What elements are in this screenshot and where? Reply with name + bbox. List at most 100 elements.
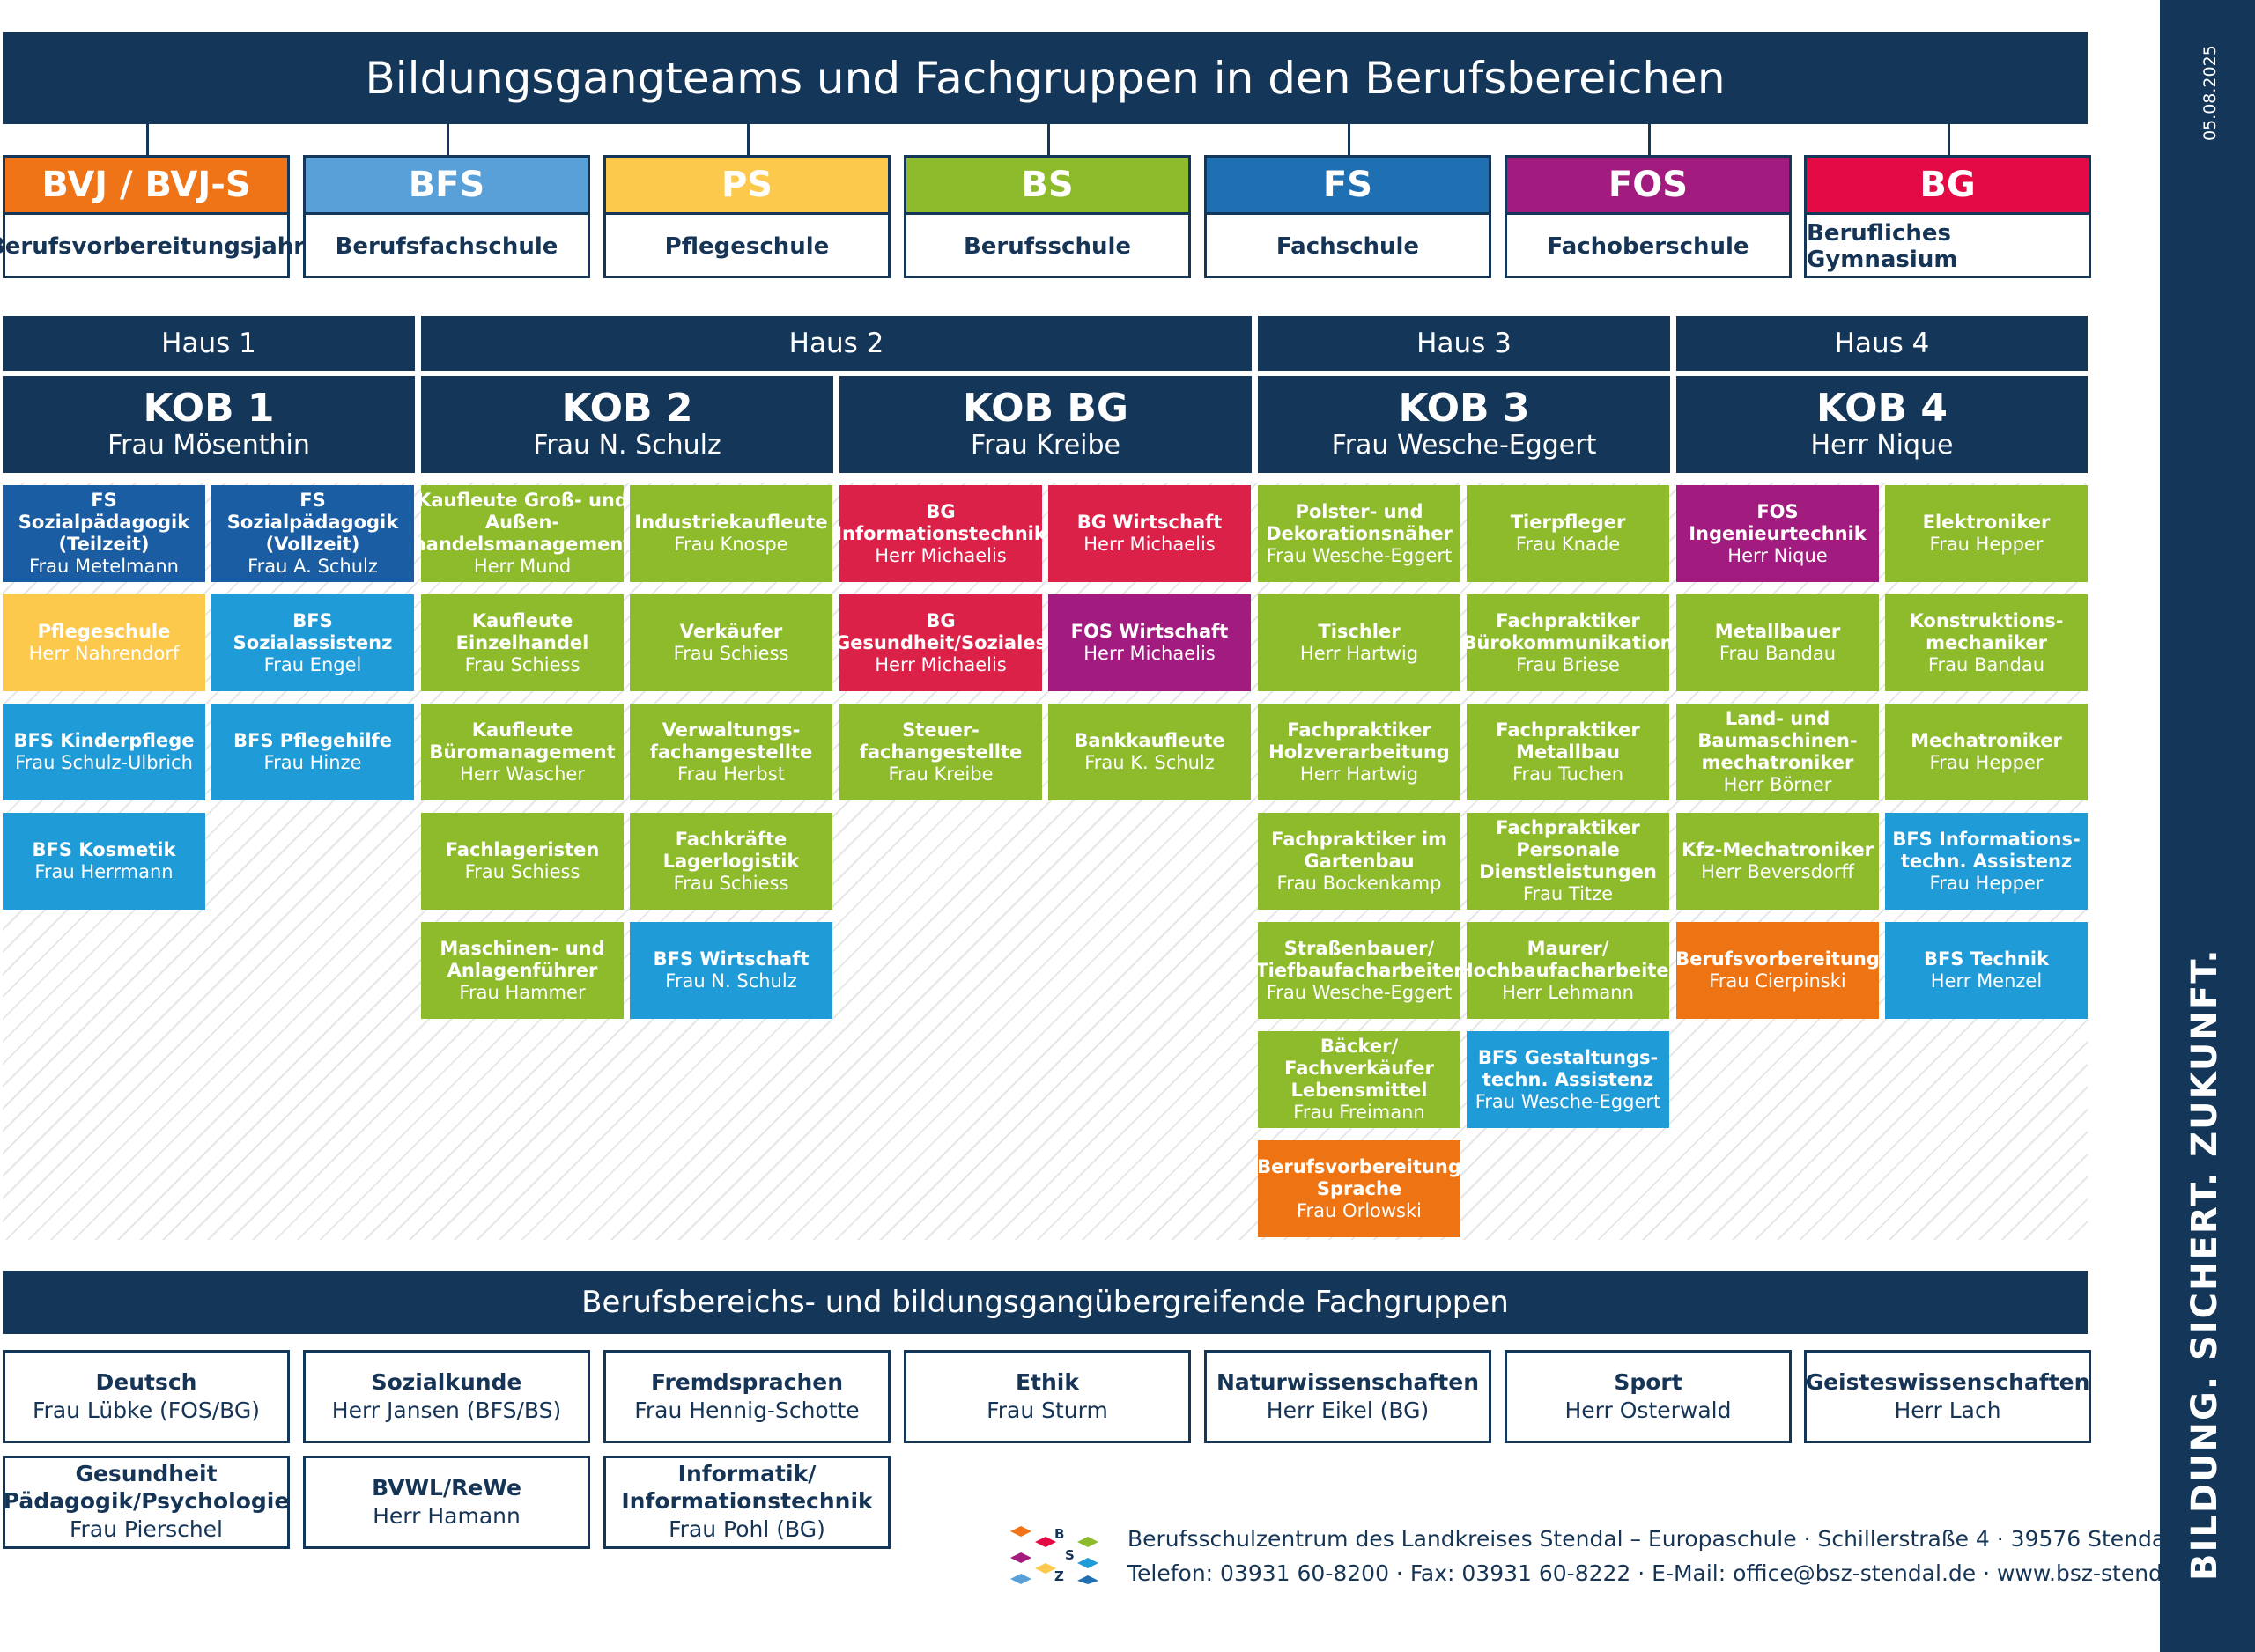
team-title: Berufsvorbereitung Sprache (1257, 1155, 1461, 1199)
team-title: FS Sozialpädagogik (Teilzeit) (18, 490, 190, 555)
team-title: Kaufleute Büromanagement (429, 719, 616, 763)
category-code: BG (1807, 158, 2089, 215)
team-person: Herr Hartwig (1299, 763, 1419, 785)
team-person: Frau K. Schulz (1084, 752, 1215, 773)
team-person: Frau A. Schulz (248, 556, 378, 577)
connector-line (1948, 124, 1950, 155)
connector-line (447, 124, 449, 155)
team-title: Verwaltungs-fachangestellte (649, 719, 813, 763)
team-person: Herr Michaelis (875, 653, 1007, 675)
team-person: Herr Börner (1723, 774, 1832, 795)
team-title: Straßenbauer/ Tiefbaufacharbeiter (1255, 937, 1463, 981)
team-title: FOS Ingenieurtechnik (1689, 500, 1867, 544)
team-title: FOS Wirtschaft (1070, 621, 1229, 642)
fachgruppe-title: Fremdsprachen (650, 1368, 844, 1395)
fachgruppe-person: Herr Lach (1894, 1397, 2001, 1423)
fachgruppe-title: BVWL/ReWe (372, 1474, 521, 1501)
team-person: Frau Metelmann (28, 556, 179, 577)
team-person: Herr Mund (473, 556, 572, 577)
fachgruppe-person: Frau Pierschel (69, 1516, 224, 1542)
connector-line (1648, 124, 1651, 155)
team-person: Frau Orlowski (1297, 1199, 1422, 1221)
team-title: BG Gesundheit/Soziales (834, 609, 1047, 653)
kob-bg-person: Frau Kreibe (971, 430, 1120, 461)
page-title: Bildungsgangteams und Fachgruppen in den… (3, 32, 2088, 124)
fachgruppe-title: Gesundheit Pädagogik/Psychologie (3, 1461, 290, 1514)
team-title: Fachkräfte Lagerlogistik (662, 828, 800, 872)
house-3: Haus 3 (1258, 316, 1670, 371)
team-title: Land- und Baumaschinen-mechatroniker (1697, 708, 1858, 773)
kob-2-title: KOB 2 (561, 386, 693, 431)
team-person: Herr Beversdorff (1701, 861, 1854, 882)
fachgruppe-title: Deutsch (95, 1368, 197, 1395)
category-name: Fachschule (1275, 233, 1420, 260)
kob-4-title: KOB 4 (1816, 386, 1948, 431)
category-name: Berufsfachschule (335, 233, 558, 260)
team-title: Kfz-Mechatroniker (1681, 839, 1874, 860)
team-person: Frau Schulz-Ulbrich (15, 752, 193, 773)
team-title: Fachpraktiker Metallbau (1496, 719, 1640, 763)
fachgruppe-person: Frau Sturm (987, 1397, 1108, 1423)
team-person: Herr Nahrendorf (28, 643, 180, 664)
team-title: Maschinen- und Anlagenführer (440, 937, 605, 981)
team-person: Herr Hartwig (1299, 643, 1419, 664)
team-person: Herr Menzel (1930, 970, 2043, 992)
right-sidebar (2160, 0, 2255, 1652)
fachgruppe-title: Informatik/ Informationstechnik (621, 1461, 873, 1514)
team-title: Metallbauer (1714, 621, 1841, 642)
category-code: FOS (1507, 158, 1789, 215)
team-title: Elektroniker (1922, 512, 2051, 533)
footer-address: Berufsschulzentrum des Landkreises Stend… (1128, 1526, 2172, 1552)
team-title: BFS Informations-techn. Assistenz (1892, 828, 2081, 872)
kob-bg-header: KOB BG Frau Kreibe (839, 376, 1252, 473)
team-title: Bäcker/ Fachverkäufer Lebensmittel (1284, 1036, 1434, 1101)
team-person: Frau Hepper (1929, 872, 2044, 894)
team-title: Berufsvorbereitung (1675, 948, 1880, 970)
kob-2-header: KOB 2 Frau N. Schulz (421, 376, 833, 473)
team-person: Frau Knospe (674, 534, 788, 555)
team-title: BFS Sozialassistenz (233, 609, 393, 653)
team-person: Frau Engel (263, 653, 362, 675)
kob-3-header: KOB 3 Frau Wesche-Eggert (1258, 376, 1670, 473)
connector-line (747, 124, 750, 155)
fachgruppe-person: Frau Hennig-Schotte (634, 1397, 860, 1423)
team-person: Herr Michaelis (1083, 643, 1216, 664)
kob-1-header: KOB 1 Frau Mösenthin (3, 376, 415, 473)
kob-4-header: KOB 4 Herr Nique (1676, 376, 2088, 473)
team-title: Kaufleute Groß- und Außen-handelsmanagem… (412, 490, 632, 555)
team-person: Frau Cierpinski (1709, 970, 1846, 992)
connector-line (1348, 124, 1350, 155)
category-code: PS (606, 158, 888, 215)
house-4-label: Haus 4 (1834, 328, 1930, 359)
category-code: BS (906, 158, 1188, 215)
team-box: Kaufleute Groß- und Außen-handelsmanagem… (413, 485, 632, 582)
team-person: Frau Knade (1515, 534, 1621, 555)
fachgruppe-person: Herr Jansen (BFS/BS) (331, 1397, 562, 1423)
team-title: Polster- und Dekorationsnäher (1266, 500, 1453, 544)
team-person: Frau Freimann (1293, 1102, 1425, 1123)
team-person: Frau Hinze (263, 752, 362, 773)
cross-section-title: Berufsbereichs- und bildungsgangübergrei… (581, 1285, 1509, 1320)
team-box: FS Sozialpädagogik (Vollzeit)Frau A. Sch… (211, 485, 414, 582)
team-title: BFS Kinderpflege (13, 730, 195, 751)
fachgruppe-person: Herr Eikel (BG) (1266, 1397, 1430, 1423)
team-title: BFS Gestaltungs-techn. Assistenz (1477, 1046, 1659, 1090)
